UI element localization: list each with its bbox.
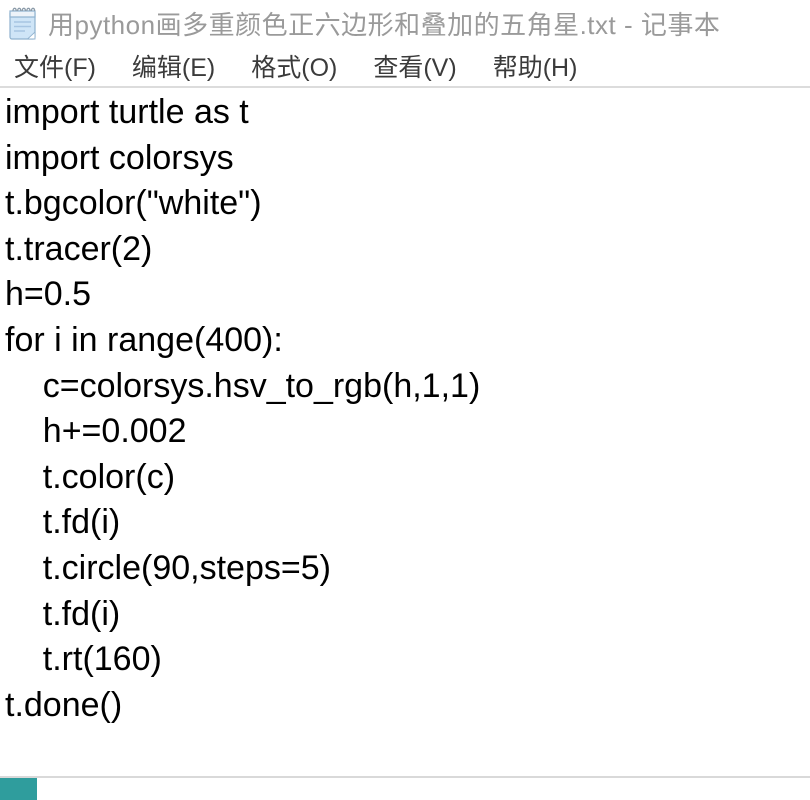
code-line: t.fd(i) xyxy=(5,594,121,633)
menu-item-view[interactable]: 查看(V) xyxy=(373,54,457,82)
code-line: h+=0.002 xyxy=(5,412,187,451)
menu-item-help[interactable]: 帮助(H) xyxy=(492,54,578,82)
code-line: t.circle(90,steps=5) xyxy=(5,548,331,587)
code-line: for i in range(400): xyxy=(5,320,283,359)
code-line: t.bgcolor("white") xyxy=(5,184,262,223)
code-line: t.tracer(2) xyxy=(5,229,153,268)
code-line: t.color(c) xyxy=(5,457,176,496)
window-bottom-border xyxy=(0,776,810,778)
code-line: import turtle as t xyxy=(5,93,249,131)
menu-separator xyxy=(0,86,810,88)
window-title: 用python画多重颜色正六边形和叠加的五角星.txt - 记事本 xyxy=(48,9,721,40)
code-line: t.done() xyxy=(5,685,123,724)
code-line: import colorsys xyxy=(5,138,234,177)
code-line: h=0.5 xyxy=(5,275,92,314)
menu-item-format[interactable]: 格式(O) xyxy=(251,54,338,82)
notepad-icon xyxy=(7,6,38,41)
code-line: t.fd(i) xyxy=(5,503,121,542)
title-bar: 用python画多重颜色正六边形和叠加的五角星.txt - 记事本 xyxy=(0,0,810,46)
code-line: c=colorsys.hsv_to_rgb(h,1,1) xyxy=(5,366,481,405)
menu-item-edit[interactable]: 编辑(E) xyxy=(131,54,216,82)
menu-item-file[interactable]: 文件(F) xyxy=(14,54,96,82)
menu-bar: 文件(F) 编辑(E) 格式(O) 查看(V) 帮助(H) xyxy=(0,46,810,86)
code-line: t.rt(160) xyxy=(5,640,162,679)
desktop-fragment xyxy=(0,778,37,800)
text-area[interactable]: import turtle as t import colorsys t.bgc… xyxy=(0,88,810,728)
